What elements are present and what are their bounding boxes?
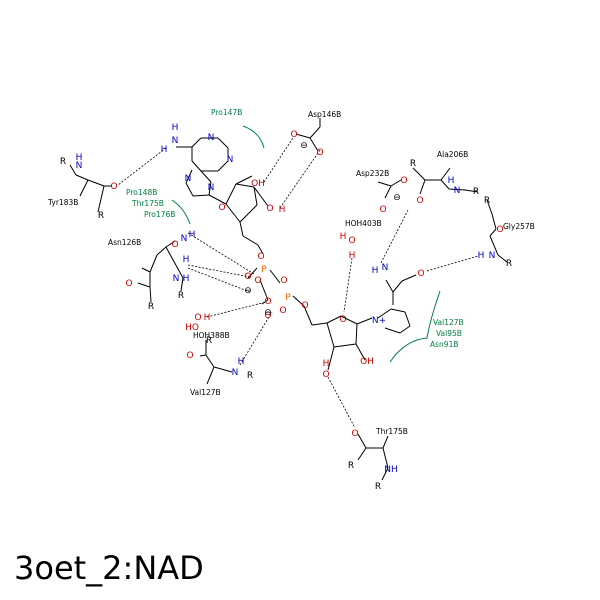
phosphate-a-minus-label: ⊖ [244, 286, 252, 296]
ribose-3-o-label: O [266, 204, 273, 214]
asn126-side-h1-label: H [189, 230, 196, 240]
phosphate-n-o4-label: O [264, 311, 271, 321]
hydrophobic-arcs [171, 125, 441, 363]
adenine-n7-label: N [185, 174, 192, 184]
asp146-o2-label: O [316, 148, 323, 158]
ala206-h-label: H [448, 176, 455, 186]
phosphate-n-minus-label: ⊖ [264, 308, 272, 318]
ribose-ring-o-label: O [218, 203, 225, 213]
thr175-o-label: O [351, 429, 358, 439]
adenine-amine-h-label: H [161, 145, 168, 155]
asn126-n-label: N [173, 274, 180, 284]
residue-hoh388-label: HOH388B [193, 331, 230, 340]
ala206-n-label: N [454, 186, 461, 196]
hydrophobic-pro176-label: Pro176B [144, 210, 175, 219]
phosphate-a-o2-label: O [254, 276, 261, 286]
phosphate-a-o1-label: O [244, 272, 251, 282]
val127-h-label: H [238, 357, 245, 367]
hydrophobic-val127-label: Val127B [433, 318, 464, 327]
adenine-n-label: H [172, 123, 179, 133]
ribose-3-h-label: H [279, 205, 286, 215]
adenine-amine-n-label: N [172, 136, 179, 146]
tyr183-h-label: H [76, 153, 83, 163]
amide-o-label: O [417, 269, 424, 279]
phosphate-bridge-o-label: O [280, 276, 287, 286]
residue-ala206-label: Ala206B [437, 150, 468, 159]
adenine-n9-label: N [208, 183, 215, 193]
hydrophobic-asn91-label: Asn91B [430, 340, 458, 349]
amide-n-label: N [382, 263, 389, 273]
hydrophobic-thr175-label: Thr175B [131, 199, 164, 208]
hoh403-h2-label: H [349, 251, 356, 261]
hydrophobic-pro147-label: Pro147B [211, 108, 242, 117]
gly257-h-label: H [478, 251, 485, 261]
residue-asp146-label: Asp146B [308, 110, 341, 119]
nic-ribose-3-oh-label: OH [360, 357, 374, 367]
figure-title: 3oet_2:NAD [14, 549, 204, 587]
val127-r2-label: R [247, 371, 253, 381]
phosphate-n-o2-label: O [279, 306, 286, 316]
phosphorus-a-label: P [261, 265, 267, 275]
residue-val127-label: Val127B [190, 388, 221, 397]
phosphate-n-o3-label: O [301, 301, 308, 311]
asp232-o2-label: O [379, 205, 386, 215]
gly257-r2-label: R [506, 259, 512, 269]
hoh388-o-label: O [194, 313, 201, 323]
gly257-n-label: N [489, 251, 496, 261]
residue-hoh403-label: HOH403B [345, 219, 382, 228]
bond-skeleton [69, 118, 508, 481]
hydrophobic-pro148-label: Pro148B [126, 188, 157, 197]
val127-o-label: O [186, 351, 193, 361]
asn126-side-n-label: N [181, 234, 188, 244]
tyr183-n-label: N [76, 161, 83, 171]
residue-thr175-label: Thr175B [375, 427, 408, 436]
asn126-h-label: H [183, 274, 190, 284]
asp232-minus-label: ⊖ [393, 193, 401, 203]
residue-asp232-label: Asp232B [356, 169, 389, 178]
val127-r-label: R [206, 336, 212, 346]
asp146-minus-label: ⊖ [300, 141, 308, 151]
asn126-side-o-label: O [171, 240, 178, 250]
pyridinium-n-label: N+ [372, 316, 386, 326]
amide-h-label: H [372, 266, 379, 276]
residue-asn126-label: Asn126B [108, 238, 141, 247]
tyr183-r2-label: R [98, 211, 104, 221]
phosphate-o5-label: O [257, 252, 264, 262]
hoh403-o-label: O [348, 236, 355, 246]
asn126-r2-label: R [148, 302, 154, 312]
asn126-o-label: O [125, 279, 132, 289]
residue-gly257-label: Gly257B [503, 222, 535, 231]
asp232-o1-label: O [400, 176, 407, 186]
ribose-2-oh-label: OH [251, 179, 265, 189]
asn126-side-h2-label: H [183, 255, 190, 265]
gly257-o-label: O [496, 225, 503, 235]
ala206-r-label: R [410, 159, 416, 169]
residue-tyr183-label: Tyr183B [47, 198, 78, 207]
tyr183-o-label: O [110, 182, 117, 192]
adenine-n3-label: N [227, 155, 234, 165]
nic-ribose-ring-o-label: O [339, 315, 346, 325]
hoh403-h1-label: H [340, 232, 347, 242]
asn126-r-label: R [178, 291, 184, 301]
hoh388-h2-label: HO [185, 323, 199, 333]
thr175-r2-label: R [375, 482, 381, 492]
hoh388-h1-label: H [204, 313, 211, 323]
hydrophobic-val95-label: Val95B [436, 329, 462, 338]
thr175-r-label: R [348, 461, 354, 471]
asp146-o1-label: O [290, 130, 297, 140]
ala206-r2-label: R [473, 187, 479, 197]
adenine-n1-label: N [208, 133, 215, 143]
thr175-n-label: NH [384, 465, 398, 475]
hydrogen-bond-lines [117, 137, 479, 429]
ala206-o-label: O [416, 196, 423, 206]
phosphate-n-o1-label: O [264, 297, 271, 307]
phosphorus-n-label: P [285, 293, 291, 303]
tyr183-r-label: R [60, 157, 66, 167]
nic-ribose-2-o-label: O [322, 370, 329, 380]
val127-n-label: N [232, 368, 239, 378]
gly257-r-label: R [484, 196, 490, 206]
nic-ribose-2-h-label: H [323, 359, 330, 369]
